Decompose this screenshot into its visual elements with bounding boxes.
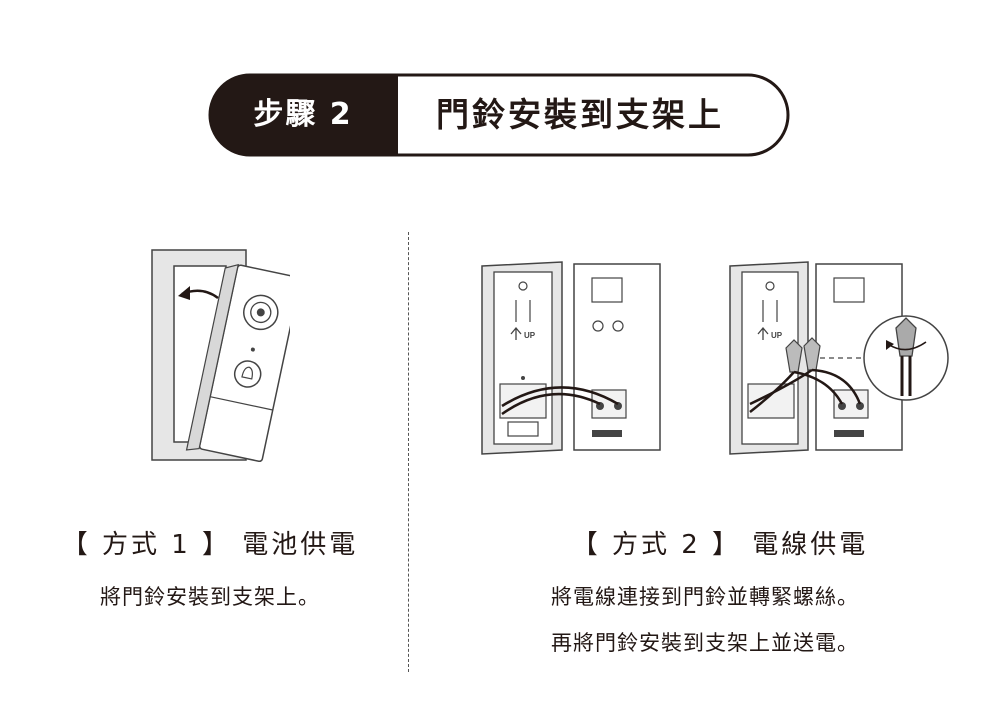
method-2-caption: 【 方式 2 】 電線供電	[571, 530, 869, 560]
wire-nut-detail	[895, 317, 917, 357]
up-mark: UP	[771, 331, 783, 340]
column-divider	[408, 232, 409, 672]
wire-b	[501, 386, 619, 408]
up-arrow-icon	[510, 326, 522, 340]
arrow-head	[178, 286, 190, 300]
up-arrow-icon	[757, 326, 769, 340]
wiring-illustration-1: UP	[481, 261, 661, 455]
step-header-frame	[208, 73, 790, 157]
wire-nut	[803, 337, 821, 371]
method-2-description-line-2: 再將門鈴安裝到支架上並送電。	[551, 631, 859, 655]
method-1-caption: 【 方式 1 】 電池供電	[61, 530, 359, 560]
wire-nut	[785, 339, 803, 373]
up-mark: UP	[524, 331, 536, 340]
wiring-illustration-2: UP	[729, 261, 949, 455]
step-number-label: 步驟 2	[253, 97, 353, 132]
step-header: 步驟 2 門鈴安裝到支架上	[208, 73, 791, 157]
method-2-description-line-1: 將電線連接到門鈴並轉緊螺絲。	[551, 585, 859, 609]
zoom-detail	[863, 315, 949, 401]
battery-install-illustration	[151, 249, 290, 463]
doorbell-body	[185, 263, 290, 463]
bell-button	[233, 360, 262, 388]
step-title: 門鈴安裝到支架上	[436, 95, 724, 134]
method-1-description: 將門鈴安裝到支架上。	[100, 585, 320, 609]
wire-a	[501, 392, 601, 416]
